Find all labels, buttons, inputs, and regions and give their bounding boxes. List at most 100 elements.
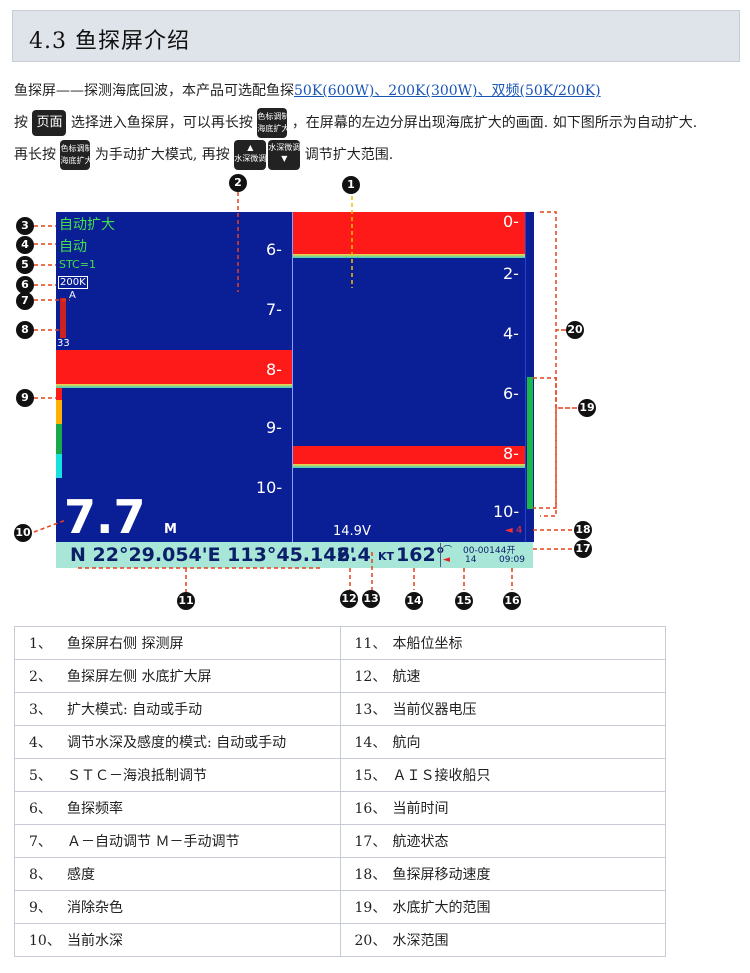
- legend-cell: 8、感度: [14, 857, 341, 891]
- legend-text: 鱼探屏右侧 探测屏: [67, 636, 184, 652]
- legend-number: 18、: [354, 867, 387, 883]
- callout-1: 1: [342, 176, 360, 194]
- right-tick-8: 8-: [503, 444, 519, 463]
- legend-cell: 18、鱼探屏移动速度: [339, 857, 666, 891]
- legend-cell: 11、本船位坐标: [339, 626, 666, 660]
- legend-cell: 5、ＳＴＣ－海浪抵制调节: [14, 758, 341, 792]
- speed-unit: KT: [378, 550, 395, 563]
- legend-number: 20、: [354, 933, 387, 949]
- legend-text: 当前时间: [392, 801, 449, 817]
- intro-text: ，在屏幕的左边分屏出现海底扩大的画面. 如下图所示为自动扩大.: [291, 115, 698, 131]
- intro-text: 鱼探屏——探测海底回波，本产品可选配鱼探: [14, 83, 294, 99]
- right-surface-echo: [293, 212, 525, 254]
- callout-line-10: [33, 519, 67, 533]
- legend-text: 鱼探屏左侧 水底扩大屏: [67, 669, 212, 685]
- track-status: 00-00144开: [463, 546, 516, 556]
- left-tick-6: 6-: [266, 240, 282, 259]
- callout-17: 17: [574, 540, 592, 558]
- legend-cell: 20、水深范围: [339, 923, 666, 957]
- callout-14: 14: [405, 592, 423, 610]
- left-tick-8: 8-: [266, 360, 282, 379]
- legend-row: 6、鱼探频率 16、当前时间: [14, 791, 666, 825]
- callout-11: 11: [177, 592, 195, 610]
- color-reject-bar: [56, 388, 62, 508]
- legend-text: 航向: [392, 735, 421, 751]
- left-tick-10: 10-: [256, 478, 283, 497]
- frequency-options-link[interactable]: 50K(600W)、200K(300W)、双频(50K/200K): [294, 83, 601, 99]
- split-divider: [292, 212, 293, 542]
- legend-cell: 1、鱼探屏右侧 探测屏: [14, 626, 341, 660]
- right-surface-line: [293, 254, 525, 258]
- depth-up-key: ▲水深微调: [234, 140, 267, 170]
- key-label-top: 色标调制: [60, 144, 93, 153]
- expand-mode-label: 自动扩大: [59, 217, 115, 233]
- legend-number: 4、: [29, 735, 52, 751]
- callout-4: 4: [16, 236, 34, 254]
- legend-text: 鱼探频率: [67, 801, 123, 817]
- legend-number: 17、: [354, 834, 387, 850]
- legend-number: 19、: [354, 900, 387, 916]
- intro-text: 按: [14, 115, 28, 131]
- depth-down-key: 水深微调▼: [268, 140, 301, 170]
- callout-6: 6: [16, 276, 34, 294]
- right-tick-6: 6-: [503, 384, 519, 403]
- color-gain-key: 色标调制海底扩大: [60, 140, 93, 170]
- depth-range-bar: [525, 212, 534, 542]
- legend-cell: 14、航向: [339, 725, 666, 759]
- current-time: 09:09: [499, 555, 525, 565]
- key-label-top: 色标调制: [257, 112, 290, 121]
- callout-line-20: [540, 211, 574, 517]
- legend-number: 12、: [354, 669, 387, 685]
- legend-text: ＡＩＳ接收船只: [392, 768, 491, 784]
- voltage-readout: 14.9V: [333, 524, 371, 539]
- left-tick-7: 7-: [266, 300, 282, 319]
- legend-cell: 6、鱼探频率: [14, 791, 341, 825]
- legend-number: 3、: [29, 702, 52, 718]
- left-tick-9: 9-: [266, 418, 282, 437]
- legend-number: 16、: [354, 801, 387, 817]
- section-header: 4.3 鱼探屏介绍: [12, 10, 740, 62]
- callout-3: 3: [16, 217, 34, 235]
- intro-text: 再长按: [14, 147, 56, 163]
- legend-number: 2、: [29, 669, 52, 685]
- right-bottom-echo: [293, 446, 525, 464]
- expand-range-marker: [527, 377, 533, 509]
- legend-number: 11、: [354, 636, 387, 652]
- legend-text: 当前仪器电压: [392, 702, 477, 718]
- fishfinder-screen: 自动扩大 自动 STC=1 200K A 33 7.7 M 6- 7- 8- 9…: [56, 212, 534, 568]
- intro-text: 调节扩大范围.: [304, 147, 394, 163]
- right-tick-4: 4-: [503, 324, 519, 343]
- legend-number: 10、: [29, 933, 61, 949]
- status-bar: N 22°29.054'E 113°45.142' 6.4 KT 162° ⌒ …: [56, 542, 533, 568]
- intro-text: 为手动扩大模式, 再按: [94, 147, 230, 163]
- legend-text: 水深范围: [392, 933, 449, 949]
- position-readout: N 22°29.054'E 113°45.142': [70, 544, 356, 566]
- callout-overlay: [33, 192, 578, 592]
- legend-text: 本船位坐标: [392, 636, 463, 652]
- legend-cell: 9、消除杂色: [14, 890, 341, 924]
- legend-row: 9、消除杂色 19、水底扩大的范围: [14, 890, 666, 924]
- left-echo-band: [56, 350, 292, 384]
- key-label: 水深微调: [268, 143, 301, 152]
- legend-text: ＳＴＣ－海浪抵制调节: [67, 768, 207, 784]
- adjust-mode-label: 自动: [59, 239, 87, 255]
- legend-number: 13、: [354, 702, 387, 718]
- legend-number: 14、: [354, 735, 387, 751]
- legend-cell: 15、ＡＩＳ接收船只: [339, 758, 666, 792]
- speed-readout: 6.4: [337, 544, 371, 566]
- legend-number: 6、: [29, 801, 52, 817]
- intro-line-2: 按 页面 选择进入鱼探屏，可以再长按 色标调制海底扩大 ，在屏幕的左边分屏出现海…: [14, 108, 697, 138]
- stc-label: STC=1: [59, 258, 96, 271]
- legend-text: Ａ－自动调节 Ｍ－手动调节: [67, 834, 240, 850]
- right-tick-2: 2-: [503, 264, 519, 283]
- callout-13: 13: [362, 590, 380, 608]
- callout-2: 2: [229, 174, 247, 192]
- key-label-bottom: 海底扩大: [60, 156, 93, 165]
- color-gain-key: 色标调制海底扩大: [257, 108, 290, 138]
- callout-9: 9: [16, 389, 34, 407]
- legend-text: 水底扩大的范围: [392, 900, 491, 916]
